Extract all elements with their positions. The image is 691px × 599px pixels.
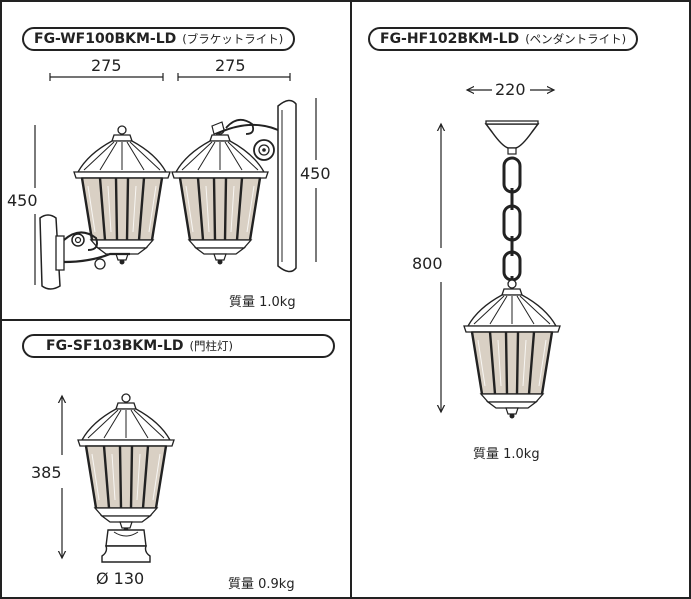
post-light-panel (0, 319, 352, 599)
wall-width-front-label: 275 (91, 56, 122, 75)
pendant-height-label: 800 (412, 254, 443, 273)
wall-light-title: FG-WF100BKM-LD (ブラケットライト) (22, 27, 296, 51)
post-diameter-label: Ø 130 (96, 569, 145, 588)
wall-height-right-label: 450 (300, 164, 331, 183)
post-light-model: FG-SF103BKM-LD (46, 338, 184, 354)
wall-width-side-label: 275 (215, 56, 246, 75)
post-height-label: 385 (31, 463, 62, 482)
pendant-light-type: (ペンダントライト) (525, 32, 627, 46)
post-light-title: FG-SF103BKM-LD (門柱灯) (22, 334, 335, 358)
wall-light-type: (ブラケットライト) (182, 32, 284, 46)
pendant-light-title: FG-HF102BKM-LD (ペンダントライト) (368, 27, 639, 51)
post-light-type: (門柱灯) (189, 339, 234, 353)
wall-height-left-label: 450 (7, 191, 38, 210)
pendant-light-panel (350, 0, 691, 599)
post-weight-label: 質量 0.9kg (228, 577, 295, 592)
wall-weight-label: 質量 1.0kg (229, 295, 296, 310)
pendant-width-label: 220 (495, 80, 526, 99)
pendant-weight-label: 質量 1.0kg (473, 447, 540, 462)
pendant-light-model: FG-HF102BKM-LD (380, 31, 520, 47)
wall-light-model: FG-WF100BKM-LD (34, 31, 177, 47)
